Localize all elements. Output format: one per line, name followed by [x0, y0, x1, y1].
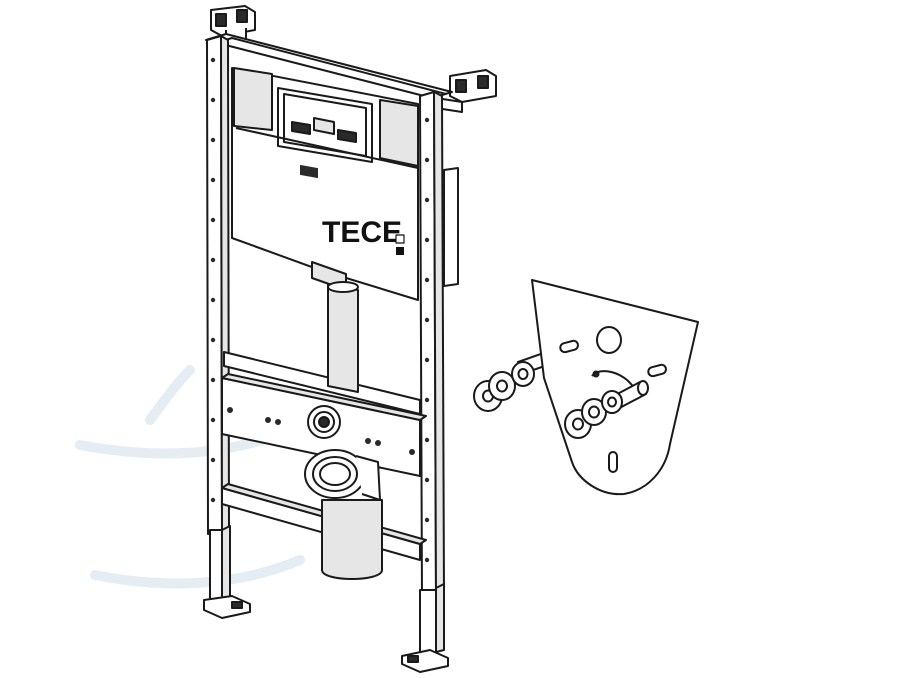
right-upright: [419, 91, 459, 653]
logo-text: TECE: [322, 216, 402, 249]
flush-pipe: [327, 283, 359, 393]
washer-2: [488, 371, 516, 401]
drain-bend: [321, 499, 383, 580]
plate-hole-large: [596, 326, 622, 354]
cistern: TECE: [231, 67, 419, 301]
flush-connector: [307, 405, 341, 439]
drain-pipe: [304, 281, 383, 580]
upright-holes: [210, 57, 430, 563]
washer-3: [511, 361, 535, 387]
plate-body: [531, 279, 699, 496]
bottom-left-foot: [203, 595, 251, 619]
sound-insulation-plate: [531, 279, 699, 496]
tece-logo: TECE: [322, 216, 405, 255]
plate-holes: [227, 407, 415, 455]
bottom-right-foot: [401, 649, 449, 673]
plate-washers: [564, 390, 623, 439]
left-upright: [206, 35, 231, 601]
